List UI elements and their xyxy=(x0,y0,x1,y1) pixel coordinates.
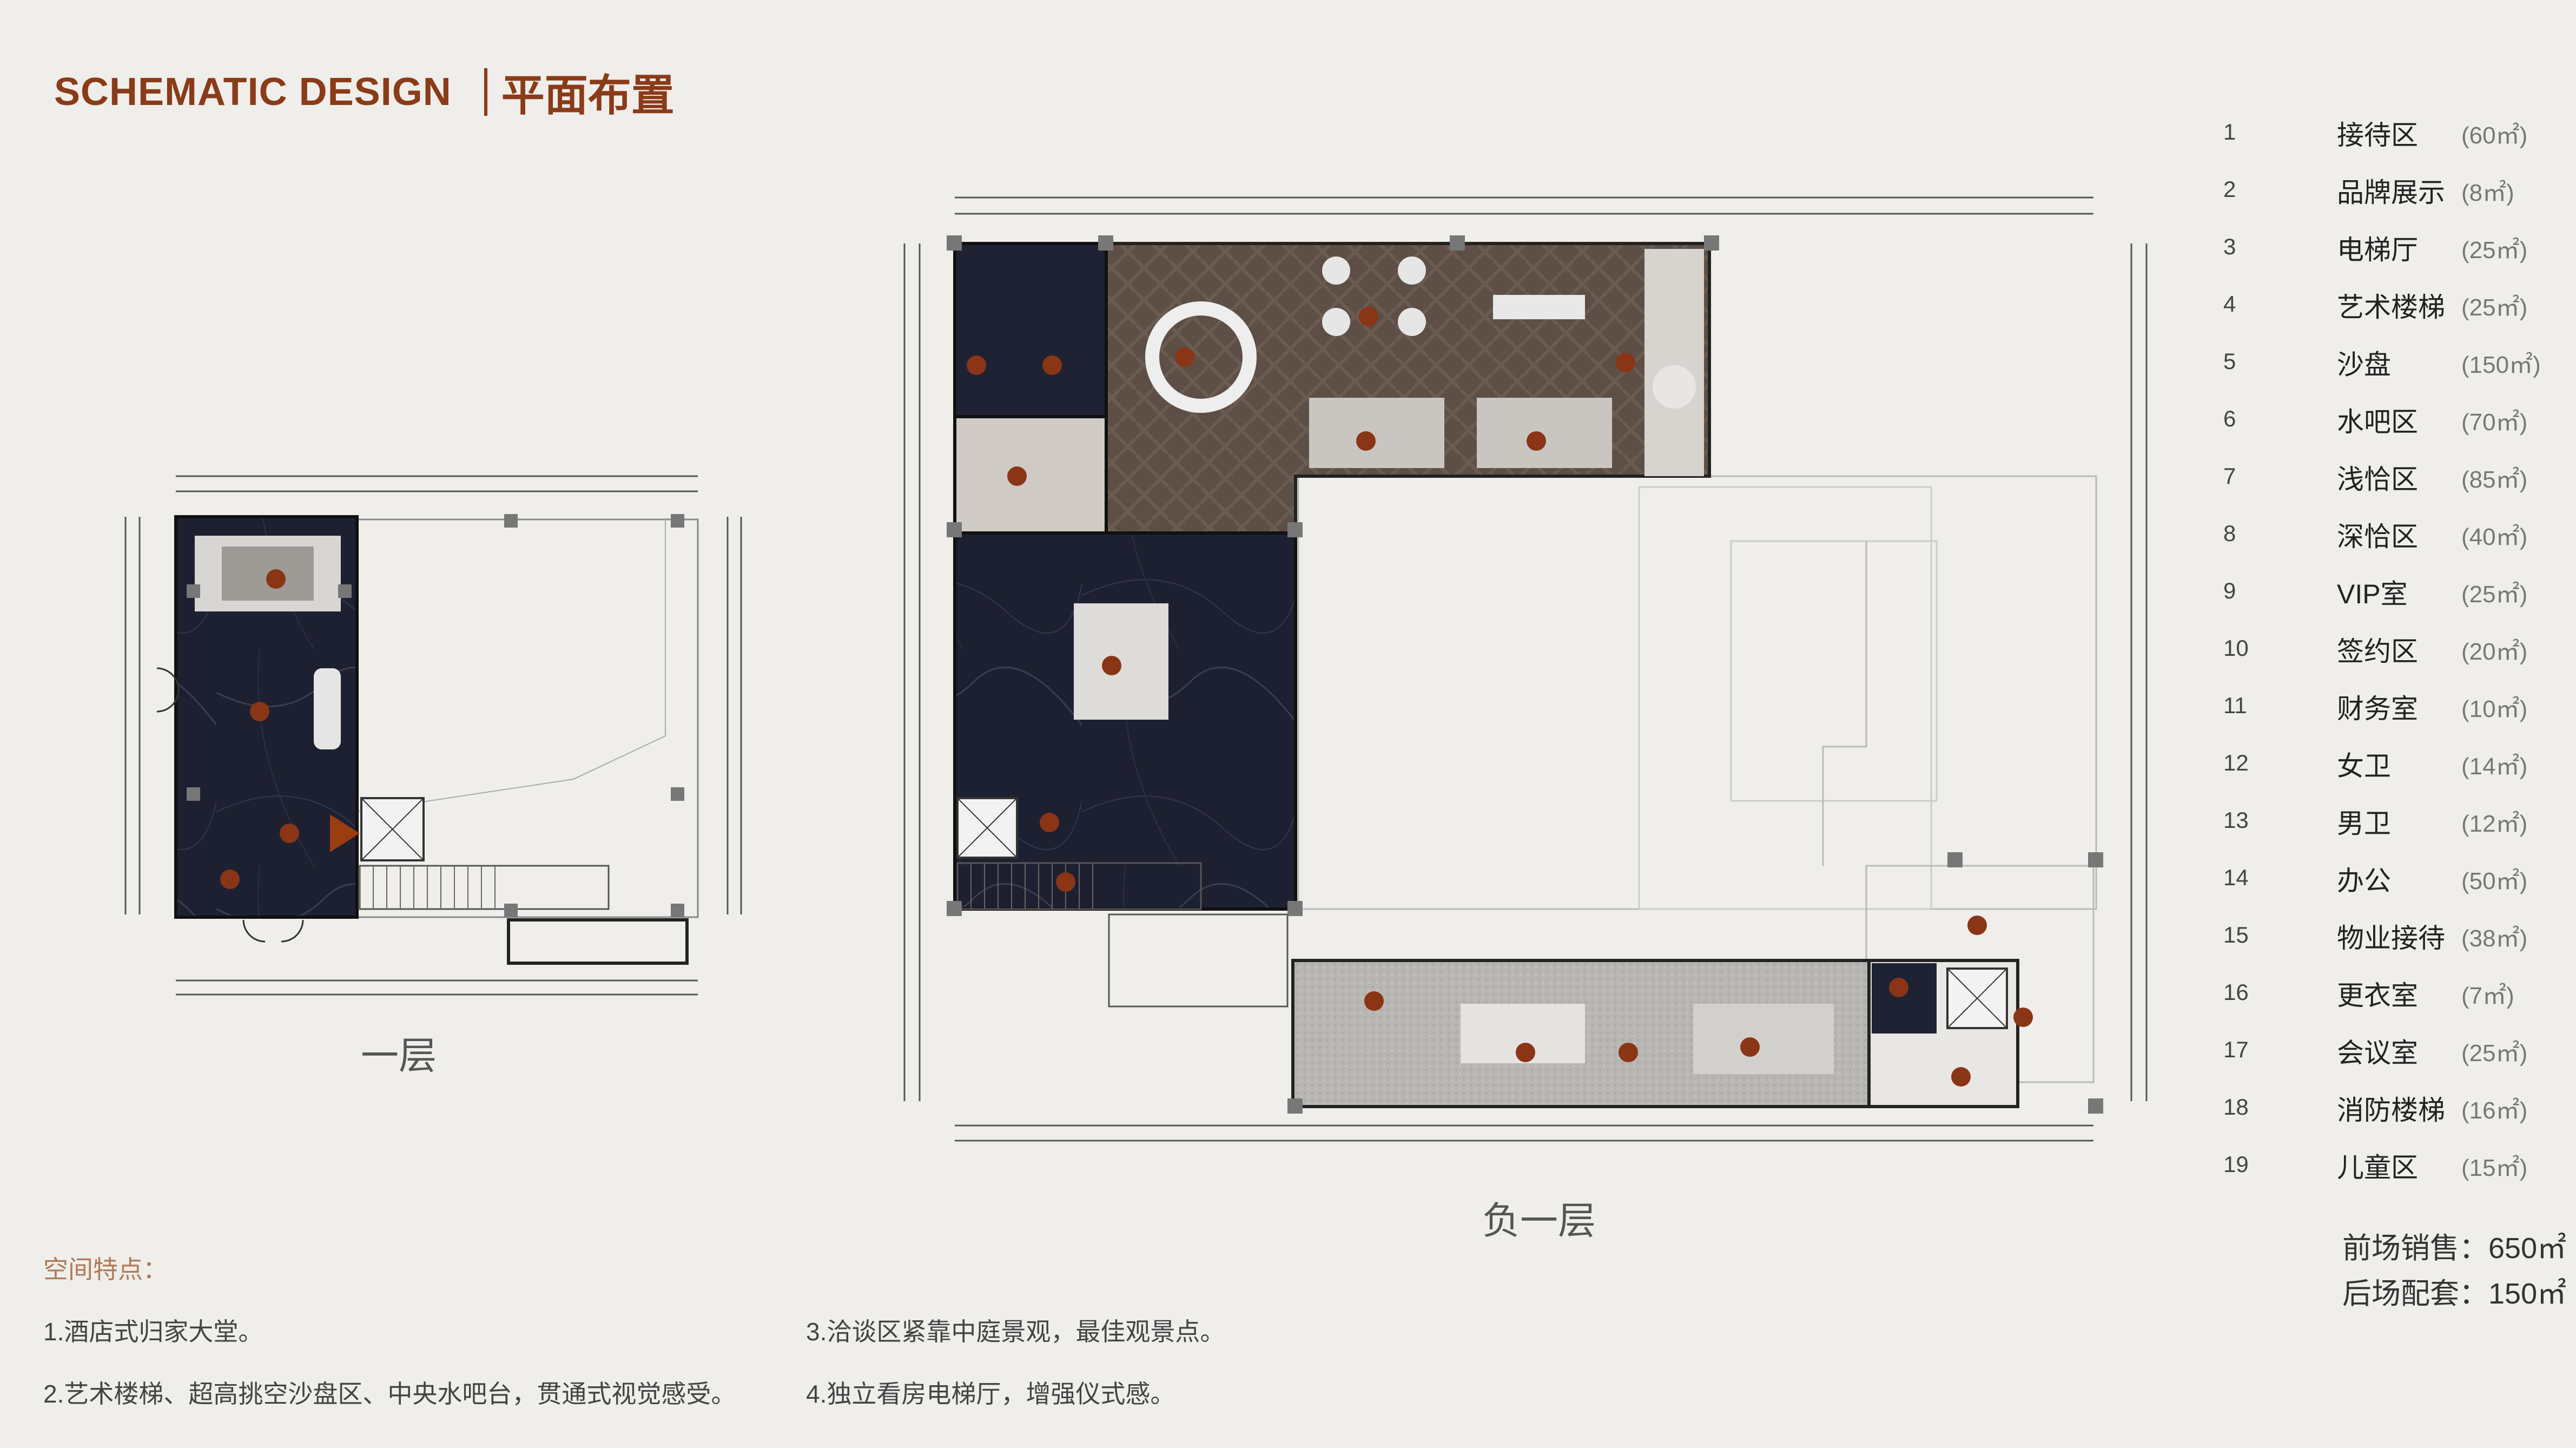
floor1-label: 一层 xyxy=(361,1035,437,1077)
legend-num: 13 xyxy=(2223,807,2249,833)
legend-room-name: VIP室 xyxy=(2337,579,2408,609)
legend-row: 17 会议室 (25㎡) xyxy=(2223,1026,2559,1083)
legend-row: 15 物业接待 (38㎡) xyxy=(2223,911,2559,969)
legend-room-name: 儿童区 xyxy=(2337,1153,2418,1183)
legend-room-area: (16㎡) xyxy=(2461,1097,2528,1124)
legend-room-name: 女卫 xyxy=(2337,751,2391,781)
legend-row: 5 沙盘 (150㎡) xyxy=(2223,338,2559,395)
legend-row: 10 签约区 (20㎡) xyxy=(2223,624,2559,682)
legend-room-area: (85㎡) xyxy=(2461,466,2528,493)
legend-row: 2 品牌展示 (8㎡) xyxy=(2223,166,2559,223)
legend-room-name: 品牌展示 xyxy=(2337,177,2445,208)
legend-room-area: (7㎡) xyxy=(2461,983,2514,1009)
legend-room-name: 浅恰区 xyxy=(2337,464,2418,495)
legend-room-area: (25㎡) xyxy=(2461,581,2528,608)
legend-room-area: (60㎡) xyxy=(2461,122,2528,149)
legend-num: 4 xyxy=(2223,291,2236,317)
legend-room-area: (25㎡) xyxy=(2461,237,2528,264)
legend-num: 18 xyxy=(2223,1094,2249,1120)
legend-num: 1 xyxy=(2223,119,2236,144)
summary-back: 后场配套：150㎡ xyxy=(2342,1278,2567,1310)
legend-room-area: (150㎡) xyxy=(2461,352,2541,378)
legend-num: 11 xyxy=(2223,693,2247,718)
legend-row: 8 深恰区 (40㎡) xyxy=(2223,510,2559,567)
legend-row: 6 水吧区 (70㎡) xyxy=(2223,395,2559,452)
legend-num: 6 xyxy=(2223,406,2236,431)
legend-room-name: 电梯厅 xyxy=(2337,235,2418,265)
legend-room-area: (15㎡) xyxy=(2461,1155,2528,1181)
legend-row: 19 儿童区 (15㎡) xyxy=(2223,1141,2559,1198)
legend-row: 1 接待区 (60㎡) xyxy=(2223,108,2559,166)
feature-item-3: 3.洽谈区紧靠中庭景观，最佳观景点。 xyxy=(806,1318,1225,1346)
area-summary: 前场销售：650㎡ 后场配套：150㎡ xyxy=(2342,1226,2566,1317)
legend-num: 8 xyxy=(2223,521,2236,546)
legend-room-name: 会议室 xyxy=(2337,1038,2418,1068)
space-features: 空间特点： xyxy=(43,1250,168,1308)
header-divider xyxy=(484,68,487,116)
legend-num: 2 xyxy=(2223,176,2236,202)
header-title-cn: 平面布置 xyxy=(501,71,675,120)
legend-row: 18 消防楼梯 (16㎡) xyxy=(2223,1083,2559,1141)
legend-num: 19 xyxy=(2223,1151,2249,1177)
legend-room-name: 办公 xyxy=(2337,866,2391,896)
legend-num: 5 xyxy=(2223,348,2236,374)
feature-item-1: 1.酒店式归家大堂。 xyxy=(43,1318,263,1346)
legend-row: 16 更衣室 (7㎡) xyxy=(2223,969,2559,1026)
floorb1-plan xyxy=(903,196,2148,1142)
legend-num: 16 xyxy=(2223,979,2249,1005)
summary-front: 前场销售：650㎡ xyxy=(2342,1232,2567,1265)
legend-num: 9 xyxy=(2223,578,2236,603)
floorb1-label: 负一层 xyxy=(1482,1200,1596,1242)
legend-row: 7 浅恰区 (85㎡) xyxy=(2223,452,2559,510)
legend-row: 9 VIP室 (25㎡) xyxy=(2223,567,2559,624)
legend-room-area: (40㎡) xyxy=(2461,524,2528,550)
legend-row: 11 财务室 (10㎡) xyxy=(2223,682,2559,739)
legend-room-name: 艺术楼梯 xyxy=(2337,292,2445,322)
legend-num: 15 xyxy=(2223,922,2249,947)
legend-room-name: 沙盘 xyxy=(2337,350,2391,380)
legend-room-name: 物业接待 xyxy=(2337,923,2445,953)
legend-room-area: (10㎡) xyxy=(2461,696,2528,722)
legend-num: 3 xyxy=(2223,234,2236,259)
legend-room-name: 深恰区 xyxy=(2337,522,2418,552)
legend-room-name: 男卫 xyxy=(2337,808,2391,839)
legend-room-name: 财务室 xyxy=(2337,694,2418,724)
legend-room-name: 签约区 xyxy=(2337,636,2418,667)
legend-room-area: (70㎡) xyxy=(2461,409,2528,436)
legend-room-area: (38㎡) xyxy=(2461,925,2528,952)
legend-room-name: 接待区 xyxy=(2337,120,2418,150)
header-title-en: SCHEMATIC DESIGN xyxy=(54,70,452,114)
legend-room-area: (25㎡) xyxy=(2461,294,2528,321)
legend-room-name: 更衣室 xyxy=(2337,980,2418,1011)
legend-row: 14 办公 (50㎡) xyxy=(2223,854,2559,911)
legend-num: 10 xyxy=(2223,635,2249,661)
room-legend: 1 接待区 (60㎡) 2 品牌展示 (8㎡) 3 电梯厅 (25㎡) 4 艺术楼梯 (25㎡) 5 沙盘… xyxy=(2223,108,2559,1198)
legend-room-area: (14㎡) xyxy=(2461,753,2528,780)
legend-num: 17 xyxy=(2223,1037,2249,1062)
legend-room-area: (12㎡) xyxy=(2461,811,2528,837)
legend-num: 12 xyxy=(2223,750,2249,775)
legend-room-name: 消防楼梯 xyxy=(2337,1095,2445,1126)
legend-row: 13 男卫 (12㎡) xyxy=(2223,797,2559,854)
feature-item-4: 4.独立看房电梯厅，增强仪式感。 xyxy=(806,1380,1175,1408)
page-header: SCHEMATIC DESIGN 平面布置 xyxy=(54,60,675,124)
legend-room-area: (25㎡) xyxy=(2461,1040,2528,1067)
legend-num: 14 xyxy=(2223,865,2249,890)
legend-num: 7 xyxy=(2223,463,2236,489)
legend-row: 3 电梯厅 (25㎡) xyxy=(2223,223,2559,280)
legend-room-area: (8㎡) xyxy=(2461,180,2514,206)
floor1-plan xyxy=(124,475,742,996)
legend-room-area: (20㎡) xyxy=(2461,639,2528,665)
features-title: 空间特点： xyxy=(43,1255,168,1284)
legend-room-area: (50㎡) xyxy=(2461,868,2528,894)
legend-room-name: 水吧区 xyxy=(2337,407,2418,437)
legend-row: 4 艺术楼梯 (25㎡) xyxy=(2223,280,2559,338)
feature-item-2: 2.艺术楼梯、超高挑空沙盘区、中央水吧台，贯通式视觉感受。 xyxy=(43,1380,736,1408)
legend-row: 12 女卫 (14㎡) xyxy=(2223,739,2559,797)
